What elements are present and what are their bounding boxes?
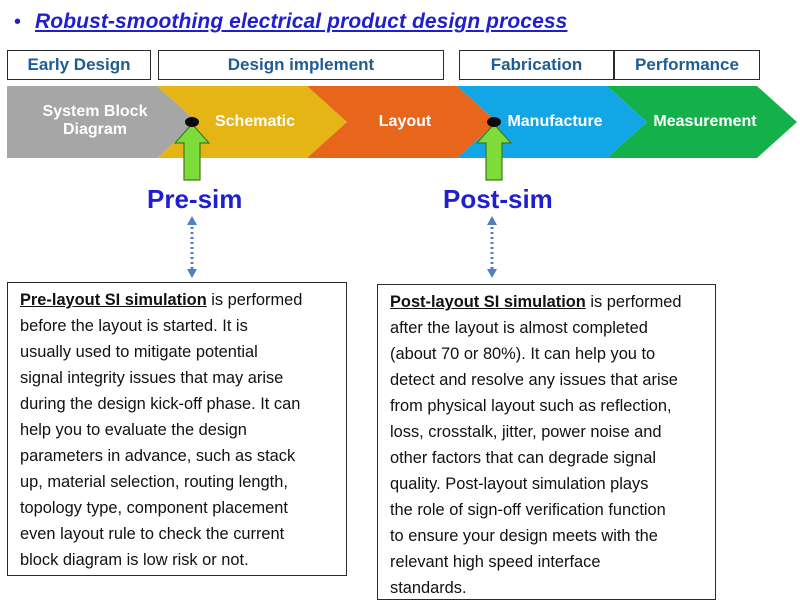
pre-layout-lead: Pre-layout SI simulation — [20, 291, 207, 309]
post-sim-dot — [487, 117, 501, 127]
stage-label-system-block: System Block Diagram — [30, 103, 160, 139]
pre-layout-line: during the design kick-off phase. It can — [20, 395, 301, 413]
pre-layout-line: parameters in advance, such as stack — [20, 447, 296, 465]
post-layout-line: (about 70 or 80%). It can help you to — [390, 345, 656, 363]
pre-sim-dotted-arrowhead-bottom — [187, 269, 197, 278]
post-layout-line: quality. Post-layout simulation plays — [390, 475, 649, 493]
pre-layout-line: is performed — [206, 291, 303, 309]
stage-chevron-layout — [307, 86, 497, 158]
pre-layout-line: even layout rule to check the current — [20, 525, 285, 543]
post-layout-line: relevant high speed interface — [390, 553, 601, 571]
stage-label-measurement: Measurement — [653, 113, 757, 130]
post-layout-line: after the layout is almost completed — [390, 319, 648, 337]
pre-layout-line: up, material selection, routing length, — [20, 473, 288, 491]
pre-layout-line: signal integrity issues that may arise — [20, 369, 284, 387]
post-sim-dotted-arrowhead-top — [487, 216, 497, 225]
stage-label-layout: Layout — [378, 113, 432, 130]
slide-title: Robust-smoothing electrical product desi… — [35, 10, 568, 33]
stage-label-system-block-line2: Diagram — [62, 121, 128, 138]
pre-layout-line: block diagram is low risk or not. — [20, 551, 249, 569]
pre-layout-first-line: Pre-layout SI simulation is performed — [20, 287, 338, 313]
pre-layout-description-box: Pre-layout SI simulation is performed be… — [7, 282, 347, 576]
stage-chevron-measurement — [607, 86, 797, 158]
phase-performance: Performance — [614, 50, 760, 80]
pre-sim-dot — [185, 117, 199, 127]
process-flow — [7, 86, 797, 278]
stage-chevron-system-block — [7, 86, 197, 158]
pre-layout-line: usually used to mitigate potential — [20, 343, 258, 361]
post-layout-line: is performed — [585, 293, 682, 311]
post-sim-dotted-arrowhead-bottom — [487, 269, 497, 278]
phase-design-implement: Design implement — [158, 50, 444, 80]
post-layout-first-line: Post-layout SI simulation is performed — [390, 289, 707, 315]
pre-sim-dotted-arrowhead-top — [187, 216, 197, 225]
phase-fabrication: Fabrication — [459, 50, 614, 80]
post-layout-line: from physical layout such as reflection, — [390, 397, 672, 415]
pre-layout-line: before the layout is started. It is — [20, 317, 248, 335]
stage-label-system-block-line1: System Block — [42, 103, 148, 120]
pre-sim-label: Pre-sim — [147, 184, 243, 214]
post-layout-line: detect and resolve any issues that arise — [390, 371, 678, 389]
post-layout-line: loss, crosstalk, jitter, power noise and — [390, 423, 662, 441]
pre-sim-up-arrow — [173, 123, 211, 181]
post-layout-line: to ensure your design meets with the — [390, 527, 658, 545]
phase-early-design: Early Design — [7, 50, 151, 80]
post-sim-up-arrow — [475, 123, 513, 181]
post-layout-description-box: Post-layout SI simulation is performed a… — [377, 284, 716, 600]
post-sim-label: Post-sim — [443, 184, 553, 214]
stage-label-manufacture: Manufacture — [507, 113, 603, 130]
pre-layout-line: topology type, component placement — [20, 499, 288, 517]
post-layout-line: the role of sign-off verification functi… — [390, 501, 666, 519]
title-bullet: • — [14, 10, 22, 33]
title-row: • Robust-smoothing electrical product de… — [14, 6, 567, 38]
post-layout-lead: Post-layout SI simulation — [390, 293, 586, 311]
stage-label-schematic: Schematic — [214, 113, 296, 130]
post-layout-line: standards. — [390, 579, 467, 597]
post-layout-line: other factors that can degrade signal — [390, 449, 657, 467]
pre-layout-line: help you to evaluate the design — [20, 421, 247, 439]
